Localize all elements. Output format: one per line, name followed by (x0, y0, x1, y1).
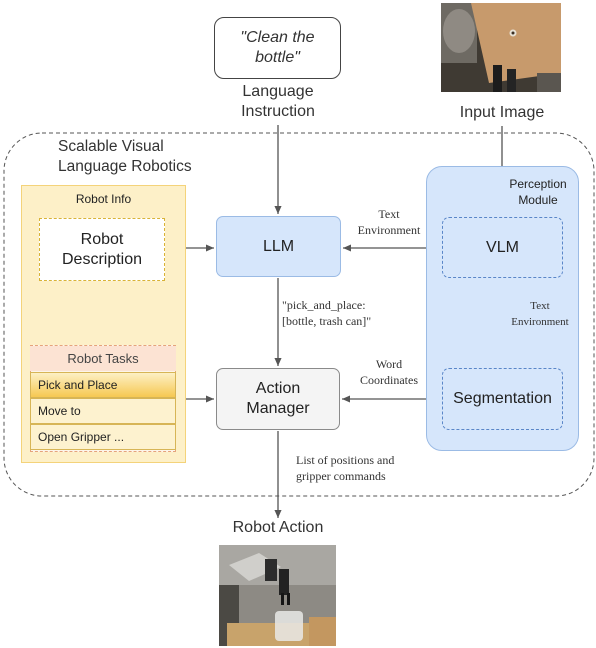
system-boundary (3, 132, 595, 497)
llm-label: LLM (262, 237, 295, 255)
label-llm-output-line1: "pick_and_place: (282, 298, 366, 312)
robot-action-photo (219, 545, 336, 646)
robot-tasks-title: Robot Tasks (30, 346, 176, 371)
label-vlm-to-llm: Text Environment (352, 206, 426, 238)
system-title-line1: Scalable Visual (58, 138, 164, 155)
segmentation-box: Segmentation (442, 368, 563, 430)
input-image-caption: Input Image (459, 104, 545, 121)
label-am-output-line2: gripper commands (296, 469, 386, 483)
perception-module-title: Perception Module (498, 176, 578, 208)
label-segmentation-to-action-manager: Word Coordinates (352, 356, 426, 388)
input-image-photo (441, 3, 561, 92)
robot-action-caption: Robot Action (232, 519, 324, 536)
llm-box: LLM (216, 216, 341, 277)
vlm-label: VLM (486, 238, 519, 256)
instruction-caption-line2: Instruction (241, 103, 315, 120)
robot-description-box: Robot Description (39, 218, 165, 281)
robot-description-line1: Robot (80, 230, 124, 248)
task-open-gripper: Open Gripper ... (30, 424, 176, 450)
perception-title-line2: Module (518, 193, 558, 207)
vlm-box: VLM (442, 217, 563, 278)
segmentation-label: Segmentation (453, 390, 552, 407)
action-manager-box: Action Manager (216, 368, 340, 430)
label-vlm-to-seg-line2: Environment (511, 316, 569, 328)
action-manager-line2: Manager (246, 400, 310, 417)
label-vlm-to-seg-line1: Text (530, 300, 550, 312)
language-instruction-caption: Language Instruction (213, 82, 343, 122)
task-pick-and-place: Pick and Place (30, 372, 176, 398)
label-seg-to-am-line2: Coordinates (360, 373, 418, 387)
label-llm-output-line2: [bottle, trash can]" (282, 314, 372, 328)
label-vlm-to-segmentation: Text Environment (504, 298, 576, 330)
robot-info-title: Robot Info (75, 192, 132, 206)
robot-description-line2: Description (61, 250, 143, 268)
perception-module-panel (426, 166, 579, 451)
label-llm-output: "pick_and_place: [bottle, trash can]" (282, 297, 432, 329)
label-am-output-line1: List of positions and (296, 453, 395, 467)
label-vlm-to-llm-line2: Environment (357, 223, 421, 237)
label-seg-to-am-line1: Word (375, 357, 403, 371)
system-title: Scalable Visual Language Robotics (58, 137, 192, 177)
label-action-manager-output: List of positions and gripper commands (296, 452, 446, 484)
perception-title-line1: Perception (509, 177, 567, 191)
action-manager-line1: Action (255, 380, 301, 397)
task-move-to: Move to (30, 398, 176, 424)
label-vlm-to-llm-line1: Text (378, 207, 400, 221)
instruction-caption-line1: Language (242, 83, 314, 100)
system-title-line2: Language Robotics (58, 158, 192, 175)
instruction-text: "Clean the bottle" (240, 29, 315, 66)
language-instruction-box: "Clean the bottle" (214, 17, 341, 79)
